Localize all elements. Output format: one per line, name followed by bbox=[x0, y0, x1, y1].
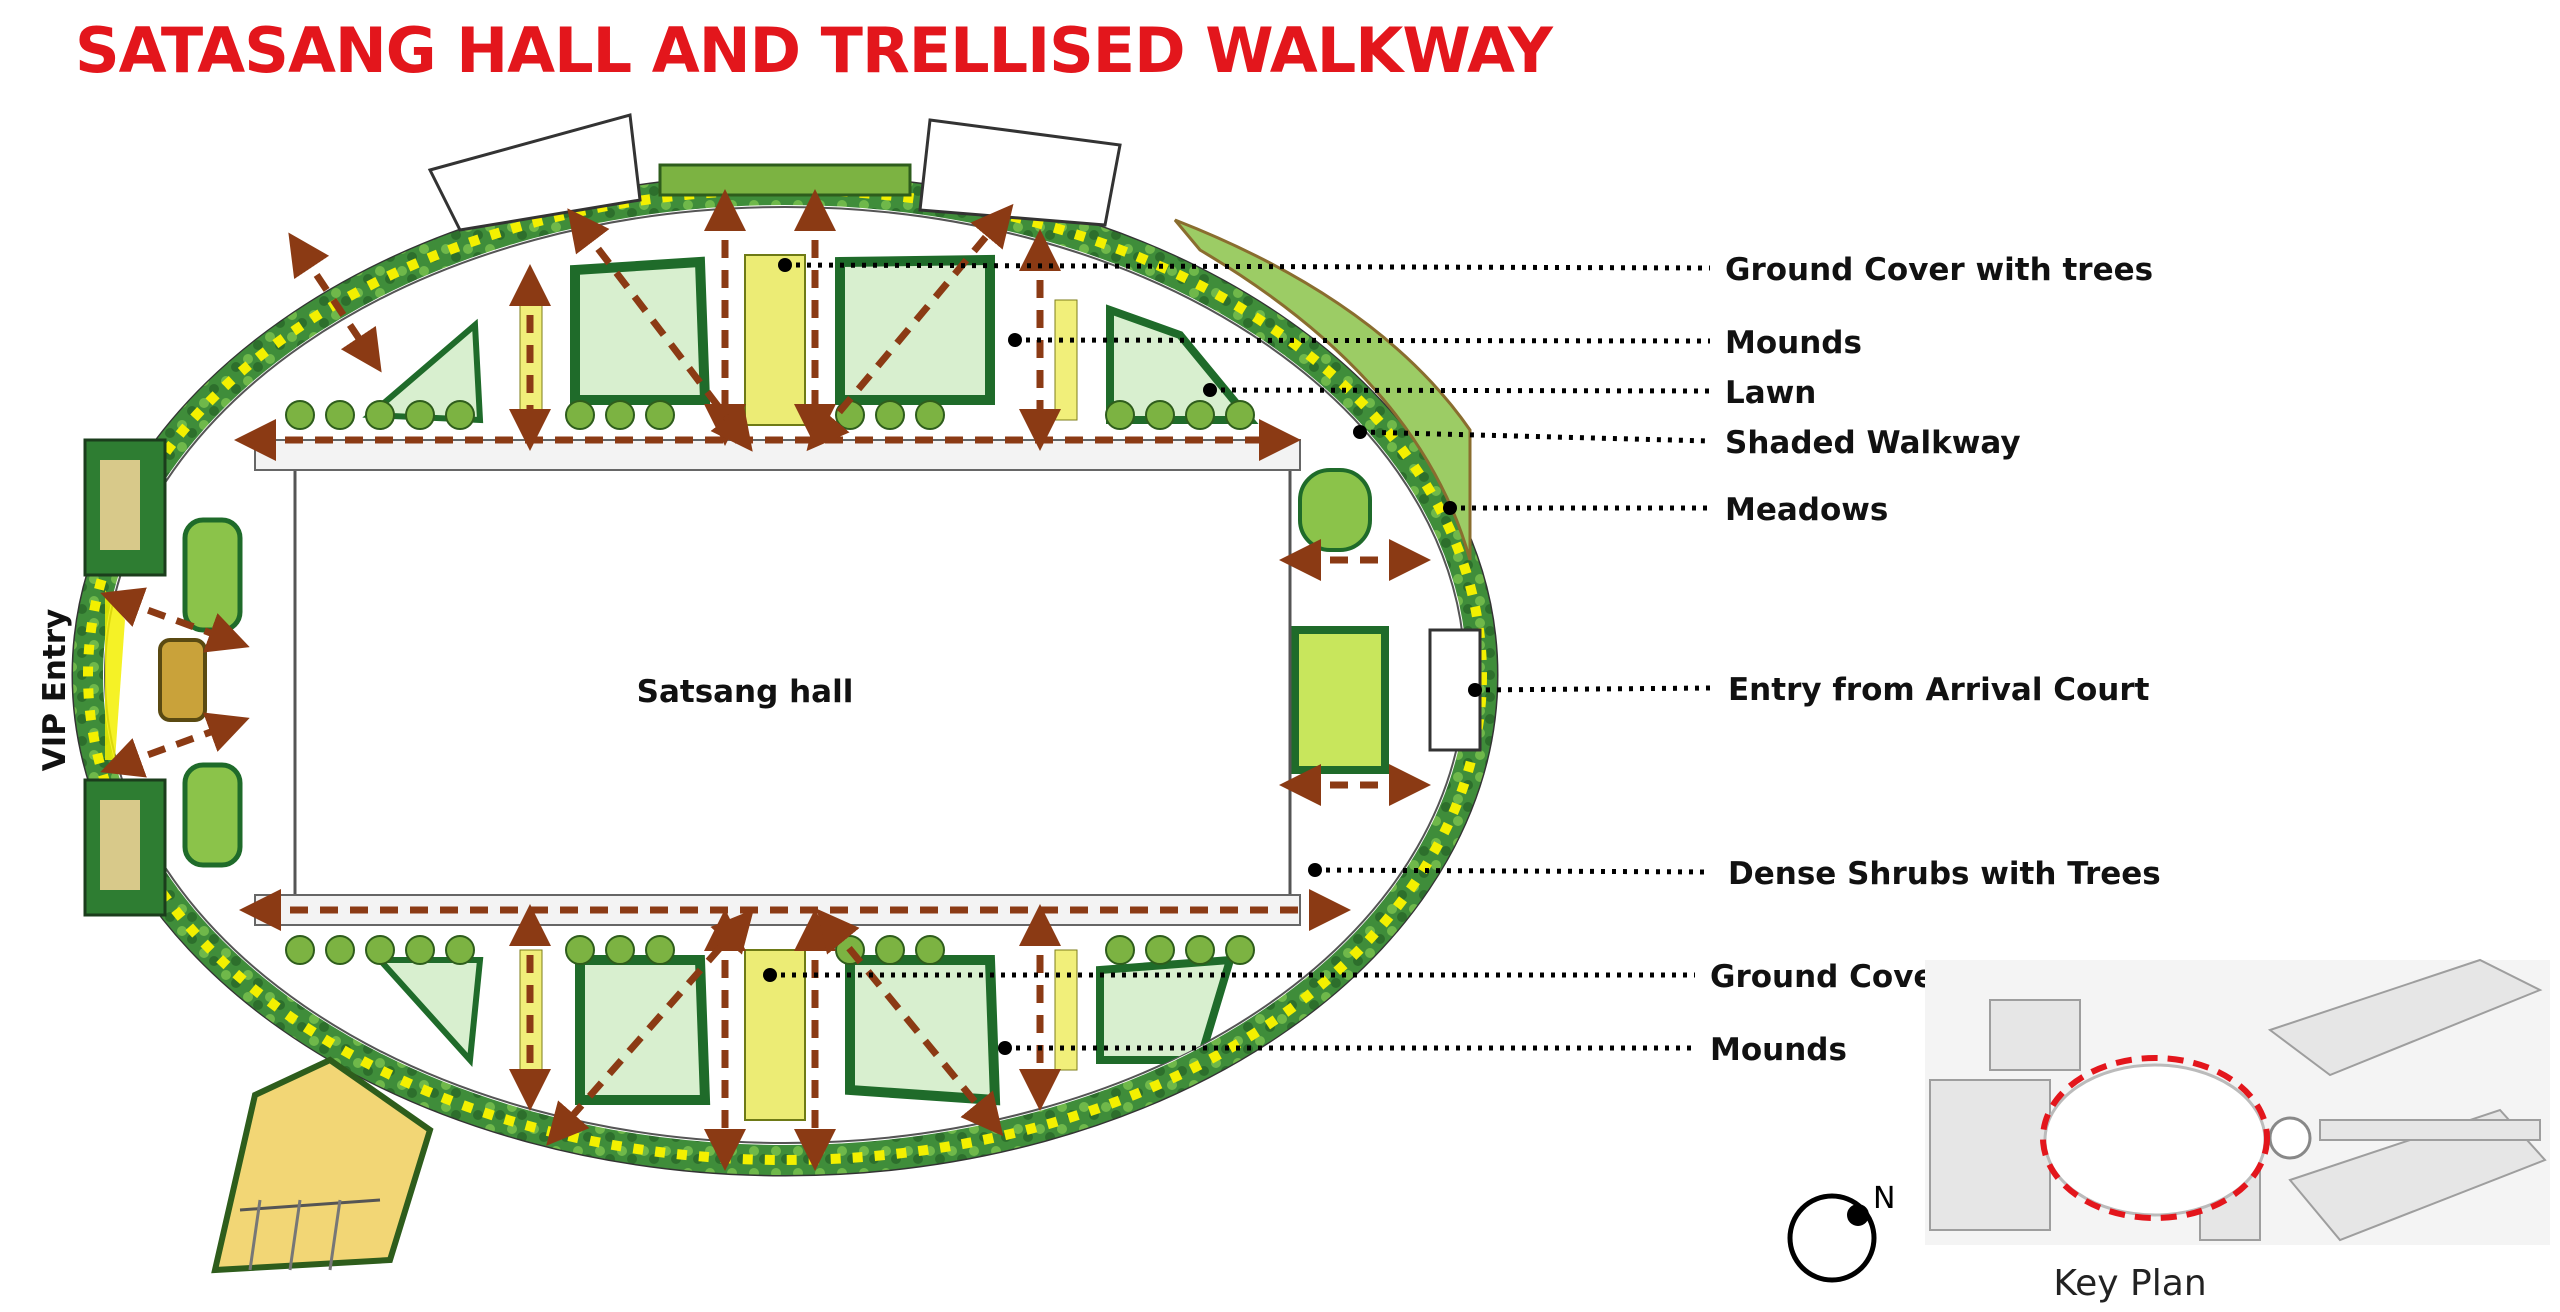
callout-lawn: Lawn bbox=[1203, 375, 1816, 411]
callout-meadows: Meadows bbox=[1443, 492, 1888, 528]
key-plan: Key Plan bbox=[1925, 958, 2550, 1304]
key-plan-highlight bbox=[2040, 1055, 2270, 1221]
callout-dense-shrubs: Dense Shrubs with Trees bbox=[1308, 856, 2161, 892]
key-plan-label: Key Plan bbox=[2053, 1263, 2206, 1304]
svg-text:Mounds: Mounds bbox=[1710, 1032, 1847, 1068]
callout-mounds-north: Mounds bbox=[1008, 325, 1862, 361]
south-west-gate bbox=[211, 1056, 434, 1274]
callout-entry-arrival-court: Entry from Arrival Court bbox=[1468, 672, 2150, 708]
vip-entry-label: VIP Entry bbox=[37, 609, 73, 772]
north-pavilions bbox=[427, 113, 1122, 232]
vip-entry-structures bbox=[83, 438, 167, 917]
callout-shaded-walkway: Shaded Walkway bbox=[1353, 425, 2021, 461]
callouts: Ground Cover with trees Mounds Lawn Shad… bbox=[763, 252, 2161, 1068]
circulation-arrows bbox=[100, 189, 1431, 1171]
north-label: N bbox=[1873, 1181, 1895, 1216]
svg-text:Shaded Walkway: Shaded Walkway bbox=[1725, 425, 2021, 461]
svg-text:Dense Shrubs with Trees: Dense Shrubs with Trees bbox=[1728, 856, 2161, 892]
svg-text:Entry from Arrival Court: Entry from Arrival Court bbox=[1728, 672, 2150, 708]
svg-text:Lawn: Lawn bbox=[1725, 375, 1816, 411]
svg-text:Meadows: Meadows bbox=[1725, 492, 1888, 528]
callout-mounds-south: Mounds bbox=[998, 1032, 1847, 1068]
svg-text:Ground Cover with trees: Ground Cover with trees bbox=[1725, 252, 2153, 288]
north-arrow: N bbox=[1787, 1181, 1895, 1283]
svg-text:Mounds: Mounds bbox=[1725, 325, 1862, 361]
drawing-title: SATASANG HALL AND TRELLISED WALKWAY bbox=[75, 14, 1553, 87]
hall-label: Satsang hall bbox=[637, 674, 854, 710]
callout-ground-cover-north: Ground Cover with trees bbox=[778, 252, 2153, 288]
